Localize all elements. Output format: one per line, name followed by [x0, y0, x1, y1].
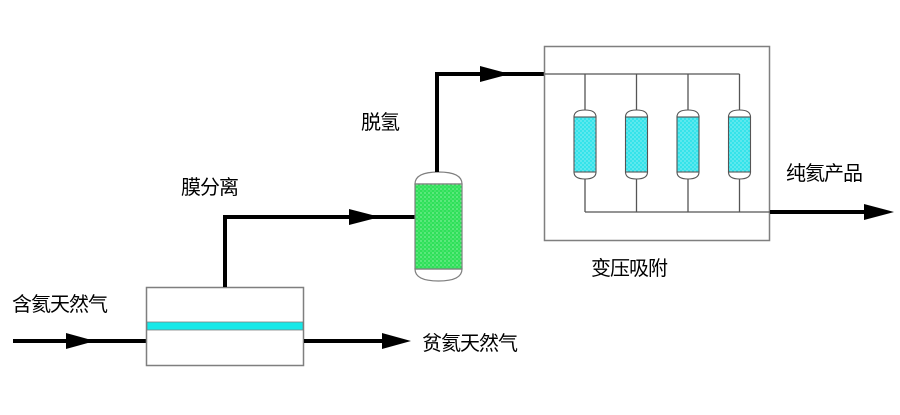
dehydrogenated-arrow-icon	[480, 66, 510, 82]
dehydrogenated-stream	[435, 66, 545, 172]
reactor-top-cap	[414, 171, 463, 185]
reactor-bottom-cap	[414, 268, 463, 282]
adsorber-bottom-cap	[573, 171, 597, 180]
membrane-label: 膜分离	[181, 175, 239, 199]
adsorber-top-cap	[573, 109, 597, 118]
lean-gas-label: 贫氦天然气	[422, 331, 518, 355]
adsorber-body	[676, 116, 700, 173]
reactor-body	[414, 183, 463, 270]
adsorber-body	[624, 116, 649, 173]
psa-piping	[545, 73, 770, 213]
psa-label: 变压吸附	[591, 256, 668, 280]
adsorber-column	[573, 109, 597, 180]
adsorber-body	[727, 116, 752, 173]
lean-gas-arrow-icon	[382, 333, 411, 349]
adsorber-column	[624, 109, 649, 180]
adsorber-column	[676, 109, 700, 180]
adsorber-column	[727, 109, 752, 180]
psa-columns	[573, 109, 752, 180]
adsorber-bottom-cap	[676, 171, 700, 180]
adsorber-bottom-cap	[624, 171, 649, 180]
dehydrogenation-reactor	[414, 171, 463, 282]
permeate-arrow-icon	[349, 209, 380, 225]
feed-stream	[13, 333, 146, 349]
product-stream	[770, 204, 894, 220]
adsorber-bottom-cap	[727, 171, 752, 180]
dehydrogenated-line	[435, 72, 545, 172]
psa-unit	[543, 45, 771, 242]
product-arrow-icon	[864, 204, 894, 220]
lean-gas-stream	[304, 333, 411, 349]
permeate-line	[223, 215, 415, 287]
membrane-separator	[145, 286, 305, 367]
dehydrogenation-label: 脱氢	[361, 110, 400, 134]
permeate-stream	[223, 209, 415, 287]
adsorber-top-cap	[676, 109, 700, 118]
adsorber-body	[573, 116, 597, 173]
feed-label: 含氦天然气	[12, 292, 108, 316]
membrane-band	[146, 321, 304, 331]
adsorber-top-cap	[624, 109, 649, 118]
feed-arrow-icon	[66, 333, 95, 349]
adsorber-top-cap	[727, 109, 752, 118]
product-label: 纯氦产品	[786, 161, 863, 185]
